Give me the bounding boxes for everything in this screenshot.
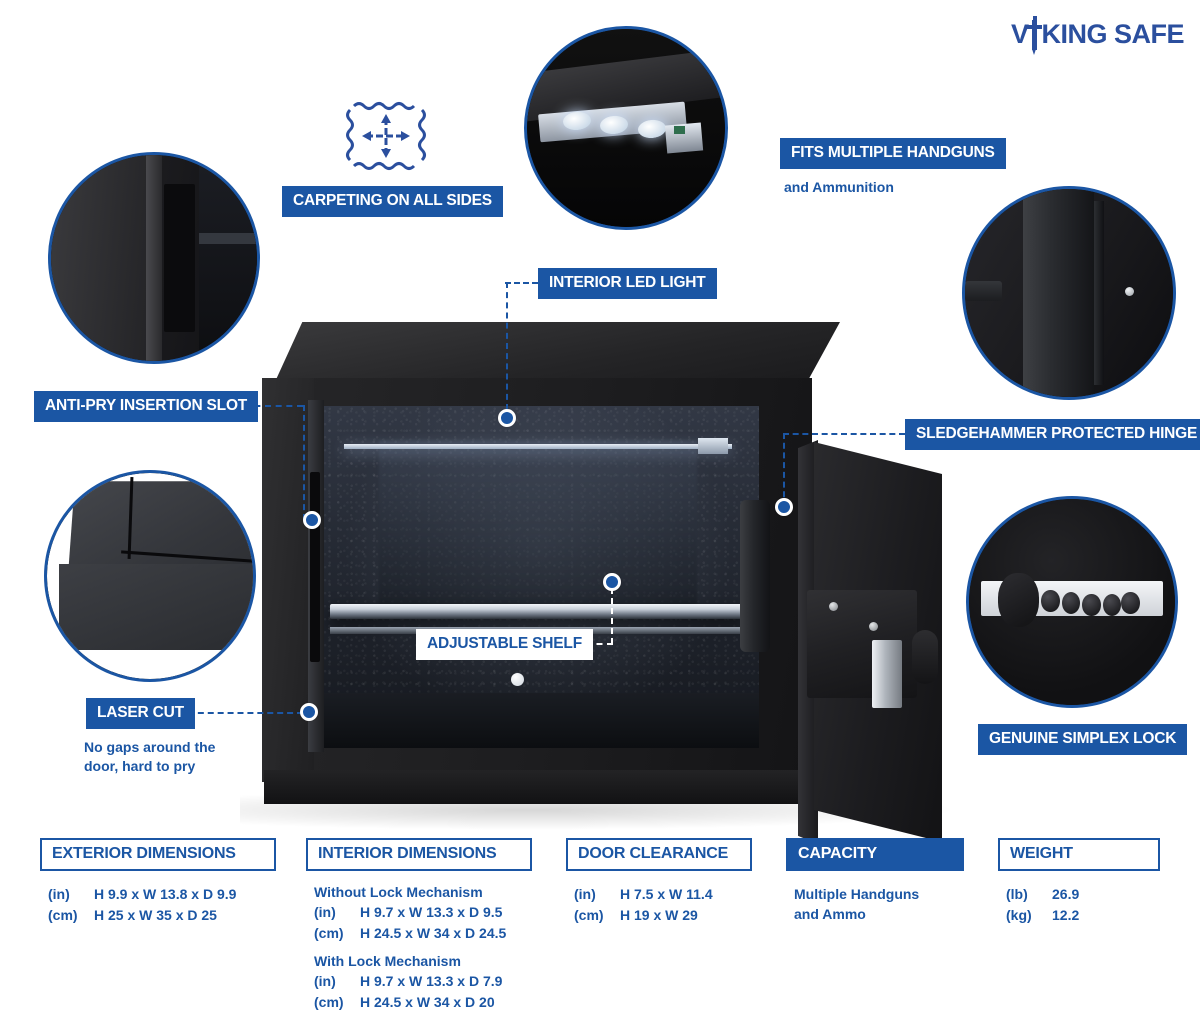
spec-value: H 9.7 x W 13.3 x D 7.9 bbox=[360, 973, 503, 989]
carpet-fabric-icon bbox=[336, 100, 436, 172]
dot-laser-cut[interactable] bbox=[300, 703, 318, 721]
spec-title-capacity: CAPACITY bbox=[786, 838, 964, 871]
spec-exterior-dimensions: EXTERIOR DIMENSIONS (in) H 9.9 x W 13.8 … bbox=[40, 838, 276, 926]
spec-capacity-text: Multiple Handguns and Ammo bbox=[794, 886, 920, 923]
anti-pry-slot bbox=[310, 472, 320, 662]
spec-row: (kg) 12.2 bbox=[1006, 905, 1160, 926]
callout-badge-adjustable-shelf[interactable]: ADJUSTABLE SHELF bbox=[416, 629, 593, 660]
viking-safe-logo: V KING SAFE bbox=[1010, 14, 1184, 55]
cavity-back-wall bbox=[378, 440, 698, 619]
spec-row: (cm) H 19 x W 29 bbox=[574, 905, 752, 926]
callout-subtext-laser-cut: No gaps around the door, hard to pry bbox=[84, 739, 216, 774]
spec-row: (in) H 9.9 x W 13.8 x D 9.9 bbox=[48, 884, 276, 905]
dot-anti-pry[interactable] bbox=[303, 511, 321, 529]
dot-hinge[interactable] bbox=[775, 498, 793, 516]
spec-value: H 9.7 x W 13.3 x D 9.5 bbox=[360, 904, 503, 920]
spec-row: (in) H 7.5 x W 11.4 bbox=[574, 884, 752, 905]
spec-value: 12.2 bbox=[1052, 907, 1080, 923]
dot-adjustable-shelf[interactable] bbox=[603, 573, 621, 591]
callout-subtext-fits-handguns: and Ammunition bbox=[784, 179, 894, 195]
spec-row: (cm) H 25 x W 35 x D 25 bbox=[48, 905, 276, 926]
safe-top-panel bbox=[274, 322, 840, 384]
spec-value: H 7.5 x W 11.4 bbox=[620, 886, 713, 902]
spec-value: 26.9 bbox=[1052, 886, 1080, 902]
safe-product-image bbox=[262, 322, 942, 844]
detail-circle-hinge bbox=[962, 186, 1176, 400]
interior-led-strip bbox=[343, 443, 733, 449]
logo-text-part1: V bbox=[1010, 18, 1029, 49]
door-handle bbox=[912, 630, 938, 684]
safe-left-side bbox=[262, 378, 314, 782]
spec-title-weight: WEIGHT bbox=[998, 838, 1160, 871]
callout-badge-simplex-lock[interactable]: GENUINE SIMPLEX LOCK bbox=[978, 724, 1188, 755]
detail-circle-laser-cut bbox=[44, 470, 256, 682]
sword-icon bbox=[1027, 14, 1043, 55]
spec-weight: WEIGHT (lb) 26.9 (kg) 12.2 bbox=[998, 838, 1160, 926]
leader-laser-cut bbox=[178, 712, 303, 714]
detail-circle-simplex-lock bbox=[966, 496, 1178, 708]
spec-unit: (in) bbox=[314, 973, 336, 989]
leader-hinge-vert bbox=[783, 433, 785, 507]
leader-anti-pry-vert bbox=[303, 405, 305, 520]
callout-badge-fits-handguns[interactable]: FITS MULTIPLE HANDGUNS bbox=[780, 138, 1006, 169]
spec-unit: (in) bbox=[314, 904, 336, 920]
spec-group-label: Without Lock Mechanism bbox=[314, 884, 483, 900]
spec-value: H 25 x W 35 x D 25 bbox=[94, 907, 217, 923]
detail-circle-interior-led bbox=[524, 26, 728, 230]
leader-anti-pry bbox=[233, 405, 303, 407]
logo-text-part2: KING SAFE bbox=[1041, 18, 1184, 49]
spec-row: (cm) H 24.5 x W 34 x D 20 bbox=[314, 992, 532, 1013]
spec-capacity: CAPACITY Multiple Handguns and Ammo bbox=[786, 838, 964, 925]
spec-value: H 9.9 x W 13.8 x D 9.9 bbox=[94, 886, 237, 902]
spec-row: (in) H 9.7 x W 13.3 x D 9.5 bbox=[314, 902, 532, 923]
spec-unit: (cm) bbox=[574, 907, 604, 923]
leader-interior-led bbox=[505, 282, 538, 284]
cavity-floor bbox=[317, 693, 759, 748]
spec-value: H 24.5 x W 34 x D 20 bbox=[360, 994, 495, 1010]
adjustable-shelf-panel bbox=[330, 604, 746, 620]
callout-badge-sledgehammer-hinge[interactable]: SLEDGEHAMMER PROTECTED HINGE bbox=[905, 419, 1200, 450]
spec-unit: (cm) bbox=[48, 907, 78, 923]
callout-badge-interior-led[interactable]: INTERIOR LED LIGHT bbox=[538, 268, 717, 299]
spec-title-interior: INTERIOR DIMENSIONS bbox=[306, 838, 532, 871]
spec-value: H 24.5 x W 34 x D 24.5 bbox=[360, 925, 507, 941]
spec-row: (lb) 26.9 bbox=[1006, 884, 1160, 905]
dot-interior-led[interactable] bbox=[498, 409, 516, 427]
led-housing bbox=[698, 438, 729, 455]
spec-unit: (cm) bbox=[314, 994, 344, 1010]
spec-interior-dimensions: INTERIOR DIMENSIONS Without Lock Mechani… bbox=[306, 838, 532, 1013]
spec-row: (in) H 9.7 x W 13.3 x D 7.9 bbox=[314, 971, 532, 992]
safe-base bbox=[264, 770, 812, 804]
spec-row: (cm) H 24.5 x W 34 x D 24.5 bbox=[314, 923, 532, 944]
spec-group-label: With Lock Mechanism bbox=[314, 953, 461, 969]
leader-hinge bbox=[783, 433, 905, 435]
leader-interior-led-vert bbox=[506, 282, 508, 410]
spec-unit: (kg) bbox=[1006, 907, 1032, 923]
safe-interior-cavity bbox=[317, 406, 759, 748]
spec-unit: (in) bbox=[574, 886, 596, 902]
detail-circle-anti-pry-slot bbox=[48, 152, 260, 364]
callout-badge-anti-pry[interactable]: ANTI-PRY INSERTION SLOT bbox=[34, 391, 259, 422]
spec-door-clearance: DOOR CLEARANCE (in) H 7.5 x W 11.4 (cm) … bbox=[566, 838, 752, 926]
callout-badge-laser-cut[interactable]: LASER CUT bbox=[86, 698, 195, 729]
spec-title-exterior: EXTERIOR DIMENSIONS bbox=[40, 838, 276, 871]
spec-value: H 19 x W 29 bbox=[620, 907, 698, 923]
callout-badge-carpeting[interactable]: CARPETING ON ALL SIDES bbox=[282, 186, 503, 217]
spec-unit: (cm) bbox=[314, 925, 344, 941]
spec-title-door-clearance: DOOR CLEARANCE bbox=[566, 838, 752, 871]
chrome-bolt bbox=[872, 640, 902, 708]
shelf-knob bbox=[511, 672, 525, 686]
protected-hinge-barrel bbox=[740, 500, 770, 652]
leader-adjustable-shelf-vert bbox=[611, 588, 613, 644]
spec-unit: (in) bbox=[48, 886, 70, 902]
spec-unit: (lb) bbox=[1006, 886, 1028, 902]
